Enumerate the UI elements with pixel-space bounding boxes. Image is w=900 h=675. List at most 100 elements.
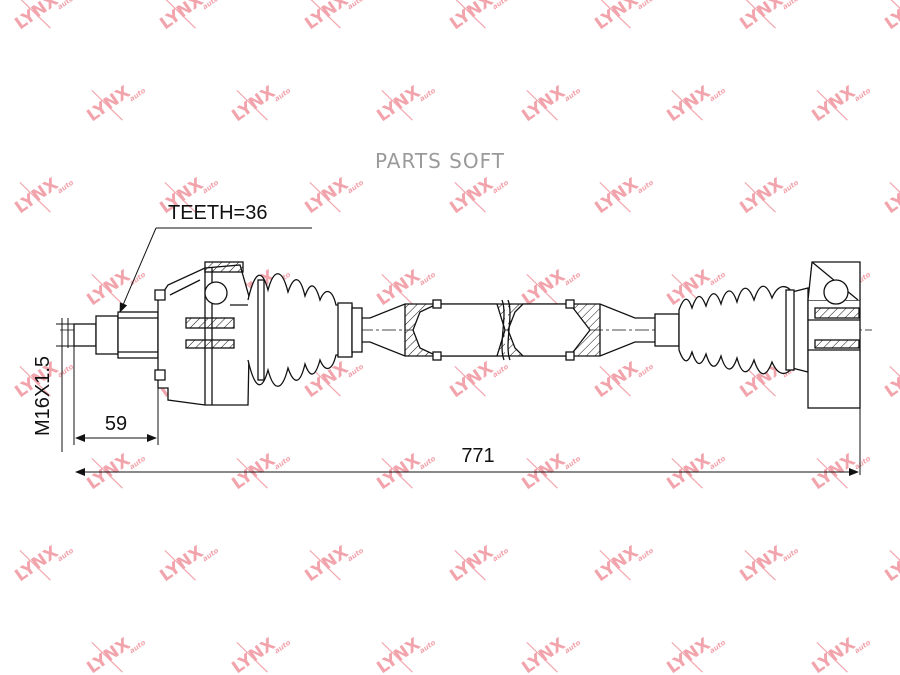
svg-text:LYNX: LYNX: [11, 0, 62, 34]
svg-text:LYNX: LYNX: [446, 358, 497, 402]
svg-text:auto: auto: [128, 454, 147, 471]
svg-text:LYNX: LYNX: [156, 542, 207, 586]
svg-text:auto: auto: [201, 546, 220, 563]
svg-text:LYNX: LYNX: [156, 0, 207, 34]
svg-text:auto: auto: [418, 270, 437, 287]
svg-text:LYNX: LYNX: [301, 0, 352, 34]
svg-text:LYNX: LYNX: [11, 542, 62, 586]
svg-text:auto: auto: [636, 178, 655, 195]
svg-text:LYNX: LYNX: [736, 542, 787, 586]
outer-cv-joint: [154, 261, 251, 406]
inner-cv-joint: [807, 261, 861, 409]
svg-text:LYNX: LYNX: [881, 358, 900, 402]
svg-text:LYNX: LYNX: [881, 542, 900, 586]
svg-text:LYNX: LYNX: [228, 82, 279, 126]
svg-text:auto: auto: [128, 270, 147, 287]
svg-text:auto: auto: [491, 546, 510, 563]
svg-text:auto: auto: [346, 178, 365, 195]
svg-text:auto: auto: [346, 0, 365, 11]
svg-text:LYNX: LYNX: [881, 174, 900, 218]
svg-text:LYNX: LYNX: [373, 82, 424, 126]
svg-text:LYNX: LYNX: [11, 174, 62, 218]
thread-label: M16X1.5: [32, 356, 54, 436]
svg-text:auto: auto: [853, 86, 872, 103]
svg-text:LYNX: LYNX: [83, 634, 134, 675]
svg-text:LYNX: LYNX: [663, 82, 714, 126]
svg-text:auto: auto: [491, 178, 510, 195]
svg-text:LYNX: LYNX: [591, 0, 642, 34]
svg-text:LYNX: LYNX: [591, 358, 642, 402]
svg-text:LYNX: LYNX: [736, 174, 787, 218]
svg-text:auto: auto: [418, 86, 437, 103]
svg-text:auto: auto: [273, 86, 292, 103]
svg-text:LYNX: LYNX: [808, 634, 859, 675]
svg-text:auto: auto: [201, 178, 220, 195]
svg-text:LYNX: LYNX: [228, 634, 279, 675]
svg-text:auto: auto: [346, 362, 365, 379]
svg-text:LYNX: LYNX: [518, 634, 569, 675]
svg-text:LYNX: LYNX: [373, 634, 424, 675]
inner-boot: [654, 285, 809, 375]
svg-text:auto: auto: [273, 638, 292, 655]
spline-length-label: 59: [105, 413, 127, 435]
svg-text:auto: auto: [563, 270, 582, 287]
svg-text:auto: auto: [418, 454, 437, 471]
svg-text:auto: auto: [781, 546, 800, 563]
svg-text:auto: auto: [853, 454, 872, 471]
svg-text:LYNX: LYNX: [83, 82, 134, 126]
svg-text:auto: auto: [273, 454, 292, 471]
svg-text:LYNX: LYNX: [446, 542, 497, 586]
svg-text:auto: auto: [346, 546, 365, 563]
svg-text:auto: auto: [563, 454, 582, 471]
svg-text:LYNX: LYNX: [518, 82, 569, 126]
svg-text:LYNX: LYNX: [736, 0, 787, 34]
svg-text:auto: auto: [563, 638, 582, 655]
svg-text:auto: auto: [563, 86, 582, 103]
svg-text:LYNX: LYNX: [591, 542, 642, 586]
outer-boot: [247, 273, 363, 387]
svg-text:LYNX: LYNX: [446, 174, 497, 218]
dimension-lines: [56, 227, 861, 476]
svg-text:auto: auto: [491, 0, 510, 11]
brand-label: PARTS SOFT: [375, 149, 505, 173]
svg-text:LYNX: LYNX: [663, 634, 714, 675]
svg-text:auto: auto: [56, 178, 75, 195]
svg-text:auto: auto: [853, 638, 872, 655]
svg-text:auto: auto: [201, 0, 220, 11]
svg-text:auto: auto: [708, 454, 727, 471]
svg-text:auto: auto: [636, 546, 655, 563]
svg-text:auto: auto: [128, 638, 147, 655]
